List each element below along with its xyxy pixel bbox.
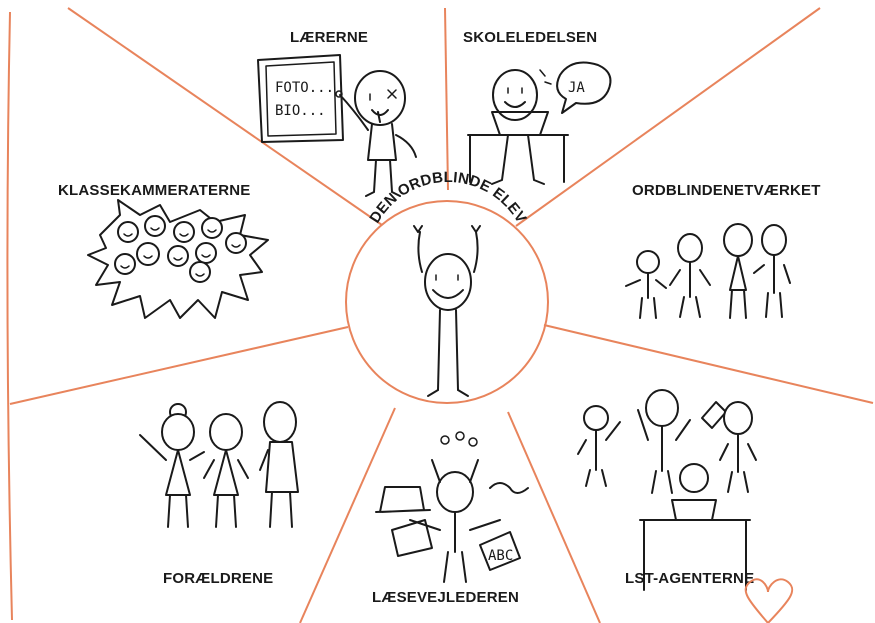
label-ordblindenetvaerket: ORDBLINDENETVÆRKET bbox=[632, 182, 821, 199]
student-figure bbox=[413, 225, 481, 397]
divider-line bbox=[299, 407, 396, 623]
divider-line bbox=[67, 7, 383, 226]
label-laesevejlederen: LÆSEVEJLEDEREN bbox=[372, 589, 519, 606]
heart-icon bbox=[744, 578, 794, 623]
reading-guide-illustration: ABC bbox=[375, 431, 529, 583]
abc-card-text: ABC bbox=[488, 548, 513, 564]
teacher-illustration: FOTO... BIO... bbox=[257, 54, 417, 197]
label-klassekammeraterne: KLASSEKAMMERATERNE bbox=[58, 182, 251, 199]
divider-line bbox=[507, 411, 601, 623]
speech-bubble-text: JA bbox=[568, 80, 585, 96]
agents-illustration bbox=[577, 389, 757, 591]
board-text-line2: BIO... bbox=[275, 103, 326, 119]
divider-line bbox=[9, 326, 349, 405]
board-text-line1: FOTO... bbox=[275, 80, 334, 96]
leader-illustration: JA bbox=[467, 61, 612, 185]
divider-line bbox=[444, 7, 449, 191]
section-dividers bbox=[6, 7, 874, 623]
parents-illustration bbox=[139, 401, 299, 528]
classmates-illustration bbox=[87, 199, 269, 319]
network-illustration bbox=[625, 223, 791, 319]
label-foraeldrene: FORÆLDRENE bbox=[163, 570, 273, 587]
divider-line bbox=[543, 324, 874, 404]
label-lst-agenterne: LST-AGENTERNE bbox=[625, 570, 754, 587]
label-laererne: LÆRERNE bbox=[290, 29, 368, 46]
center-node: DEN ORDBLINDE ELEV bbox=[345, 169, 549, 404]
divider-line bbox=[515, 7, 821, 227]
label-skoleledelsen: SKOLELEDELSEN bbox=[463, 29, 597, 46]
left-border-line bbox=[6, 11, 13, 621]
